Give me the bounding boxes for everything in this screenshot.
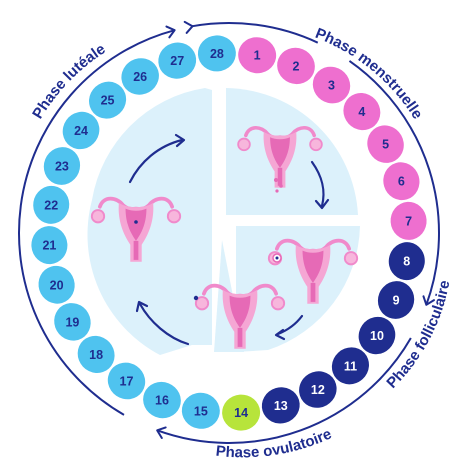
day-number: 8 <box>403 255 410 269</box>
day-badge: 21 <box>30 225 68 265</box>
day-number: 1 <box>254 49 261 63</box>
day-number: 27 <box>170 54 184 68</box>
day-number: 9 <box>393 294 400 308</box>
day-number: 18 <box>89 348 103 362</box>
day-number: 17 <box>120 374 134 388</box>
day-badge: 7 <box>389 201 427 241</box>
day-badge: 27 <box>154 38 201 83</box>
day-number: 20 <box>50 278 64 292</box>
day-number: 4 <box>358 105 365 119</box>
day-badge: 22 <box>30 183 72 226</box>
embryo-dot <box>134 220 138 224</box>
day-number: 23 <box>55 159 69 173</box>
day-badge: 13 <box>257 383 304 428</box>
day-number: 11 <box>344 359 357 373</box>
day-badge: 14 <box>221 393 261 431</box>
day-number: 5 <box>382 138 389 152</box>
day-badge: 15 <box>179 390 222 432</box>
day-number: 28 <box>210 47 224 61</box>
day-badge: 1 <box>236 34 279 76</box>
day-badge: 28 <box>197 34 237 72</box>
day-number: 26 <box>133 70 147 84</box>
day-number: 10 <box>370 329 384 343</box>
day-number: 2 <box>293 59 300 73</box>
day-number: 13 <box>274 399 288 413</box>
day-number: 7 <box>405 214 412 228</box>
day-number: 21 <box>42 239 56 253</box>
day-number: 6 <box>398 175 405 189</box>
day-badge: 20 <box>34 261 79 308</box>
cycle-ring <box>19 23 439 443</box>
day-number: 15 <box>194 404 208 418</box>
day-number: 16 <box>155 394 169 408</box>
ovum-dot <box>194 296 198 300</box>
day-badge: 8 <box>386 240 428 283</box>
day-number: 24 <box>74 124 88 138</box>
day-number: 12 <box>311 383 325 397</box>
day-number: 25 <box>101 94 115 108</box>
day-number: 3 <box>328 79 335 93</box>
day-number: 14 <box>234 406 248 420</box>
ring-arrowhead-icon <box>185 22 193 33</box>
day-badge: 6 <box>379 158 424 205</box>
day-number: 22 <box>44 198 58 212</box>
day-number: 19 <box>65 315 79 329</box>
